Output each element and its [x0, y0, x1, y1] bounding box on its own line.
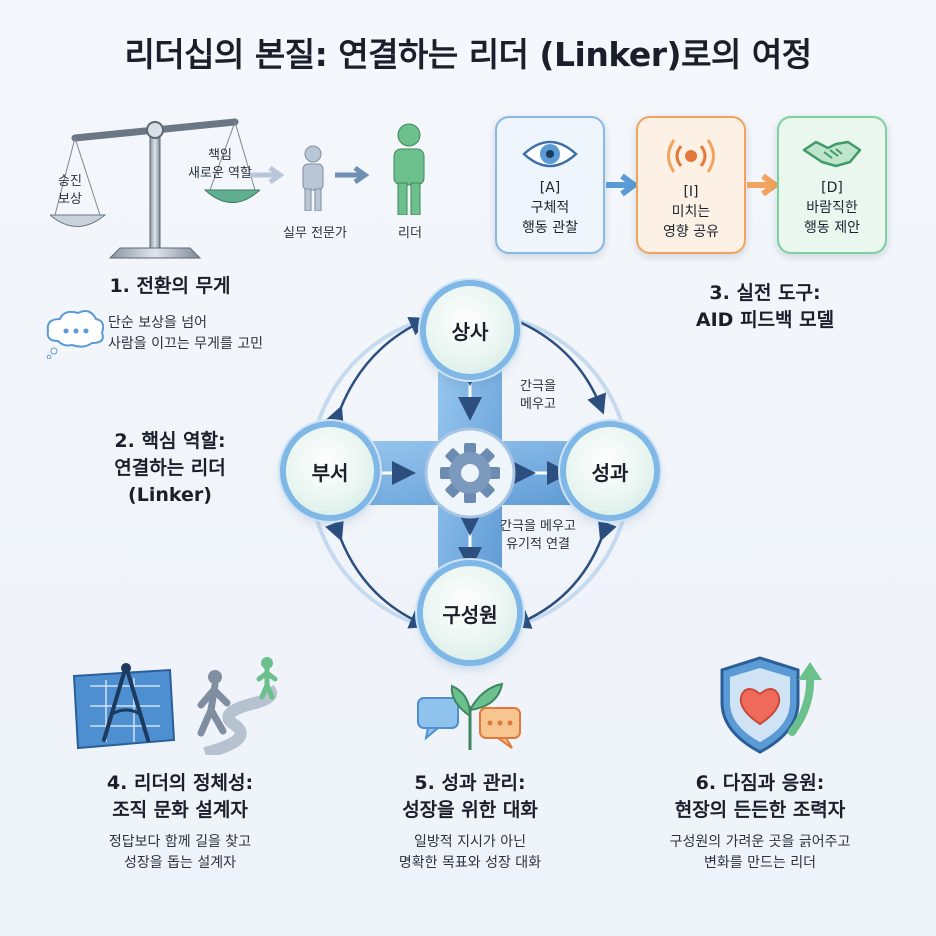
- arrow-right-icon: [747, 173, 780, 197]
- aid-card-d: [D] 바람직한 행동 제안: [777, 116, 887, 254]
- expert-person-icon: [302, 145, 324, 211]
- expert-label: 실무 전문가: [283, 226, 347, 241]
- section3-title: 3. 실전 도구: AID 피드백 모델: [695, 282, 835, 331]
- walking-person-path-icon: [197, 657, 278, 755]
- section-transition: 승진 보상 책임 새로운 역할 실무 전문가 리더 1. 전환의 무게 단순 보…: [30, 95, 460, 375]
- aid-card-i-label: [I] 미치는 영향 공유: [663, 184, 719, 240]
- broadcast-icon: [667, 139, 715, 173]
- section6-title: 6. 다짐과 응원: 현장의 든든한 조력자: [674, 772, 846, 821]
- aid-card-a: [A] 구체적 행동 관찰: [495, 116, 605, 254]
- arrow-right-icon: [606, 173, 639, 197]
- section4-title: 4. 리더의 정체성: 조직 문화 설계자: [106, 772, 254, 821]
- node-department: 부서: [286, 427, 374, 515]
- aid-card-a-label: [A] 구체적 행동 관찰: [522, 180, 578, 236]
- arrow-right-icon: [250, 165, 285, 185]
- section5-desc: 일방적 지시가 아닌 명확한 목표와 성장 대화: [398, 834, 542, 871]
- aid-card-d-label: [D] 바람직한 행동 제안: [804, 180, 860, 236]
- gear-icon: [440, 443, 500, 503]
- page-title: 리더십의 본질: 연결하는 리더 (Linker)로의 여정: [124, 35, 812, 74]
- scale-left-label: 승진 보상: [58, 174, 82, 207]
- blueprint-compass-icon: [72, 663, 176, 750]
- conversation-sprout-icon: [417, 682, 521, 750]
- arrow-right-icon: [335, 165, 370, 185]
- node-performance: 성과: [566, 427, 654, 515]
- section1-title: 1. 전환의 무게: [109, 275, 231, 297]
- gap-label-bottom: 간극을 메우고 유기적 연결: [500, 519, 576, 552]
- gap-label-top: 간극을 메우고: [520, 379, 556, 412]
- section1-desc: 단순 보상을 넘어 사람을 이끄는 무게를 고민: [108, 315, 264, 352]
- handshake-icon: [802, 140, 862, 168]
- leader-person-icon: [393, 123, 425, 215]
- section5-title: 5. 성과 관리: 성장을 위한 대화: [402, 772, 538, 821]
- node-boss: 상사: [426, 286, 514, 374]
- eye-icon: [522, 140, 578, 168]
- scale-right-label: 책임 새로운 역할: [188, 148, 252, 181]
- section4-desc: 정답보다 함께 길을 찾고 성장을 돕는 설계자: [108, 834, 252, 871]
- node-members: 구성원: [423, 566, 517, 660]
- shield-heart-icon: [720, 656, 822, 754]
- aid-card-i: [I] 미치는 영향 공유: [636, 116, 746, 254]
- section2-title: 2. 핵심 역할: 연결하는 리더 (Linker): [114, 430, 226, 506]
- leader-label: 리더: [398, 226, 422, 241]
- thought-cloud-icon: [46, 310, 105, 359]
- balance-scale-icon: [50, 118, 260, 259]
- section6-desc: 구성원의 가려운 곳을 긁어주고 변화를 만드는 리더: [669, 834, 851, 871]
